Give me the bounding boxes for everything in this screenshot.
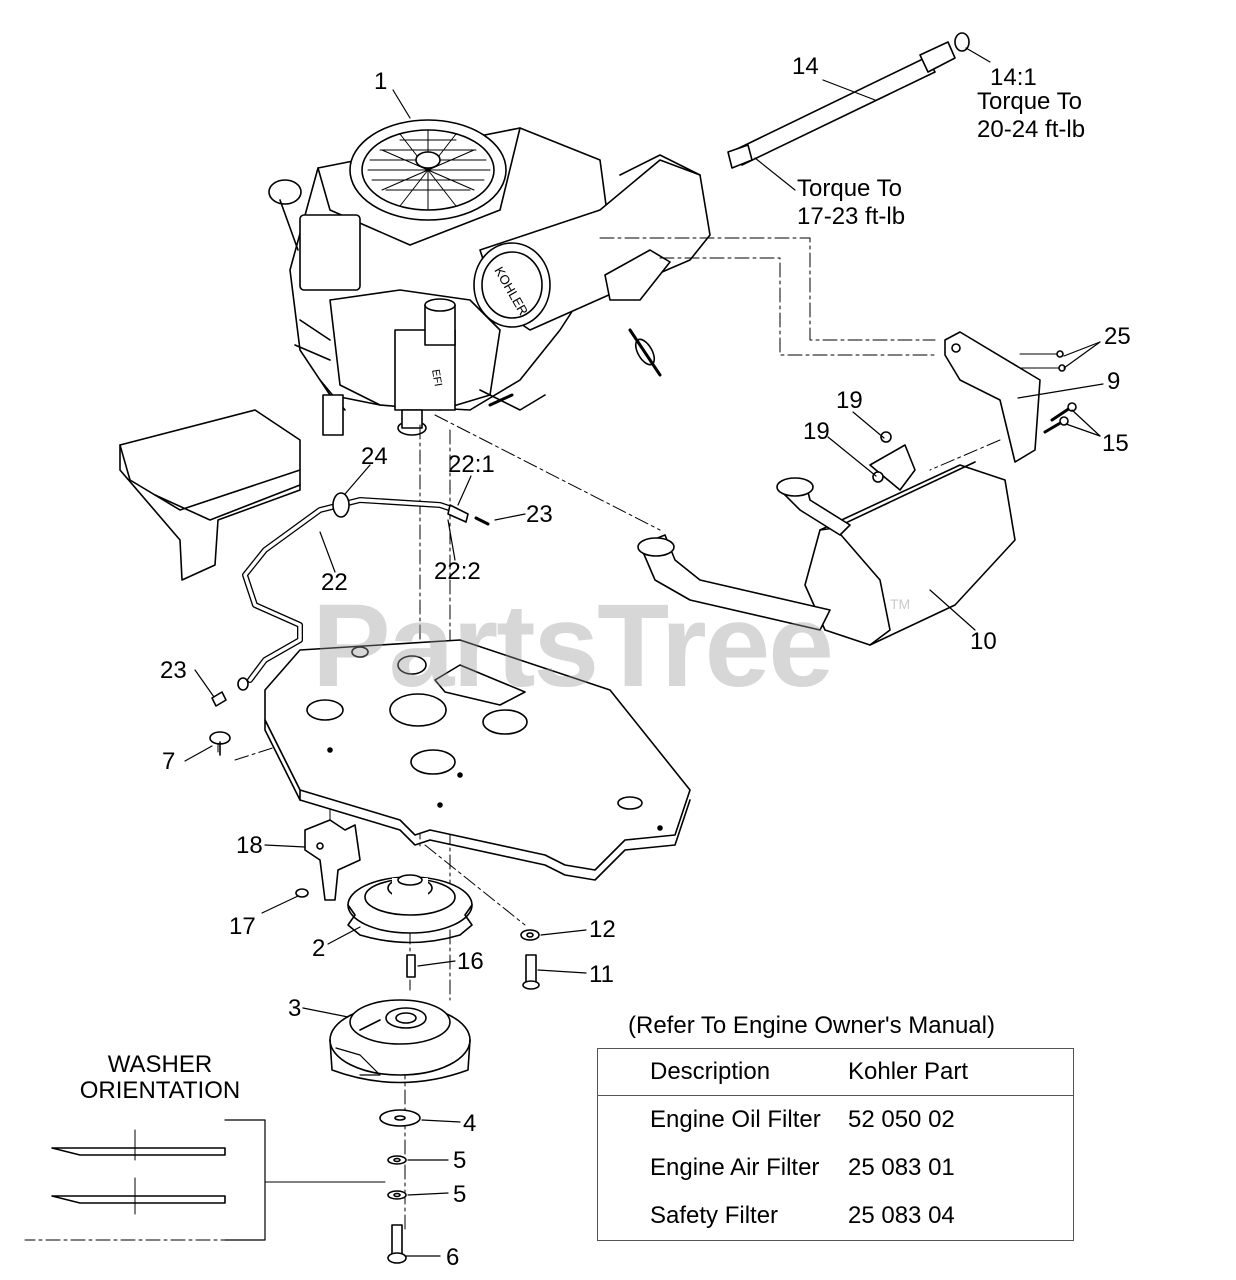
- callout-5-upper: 5: [453, 1147, 467, 1174]
- callout-15: 15: [1102, 430, 1129, 457]
- table-row: Engine Air Filter 25 083 01: [598, 1144, 1074, 1192]
- callout-11: 11: [589, 961, 614, 988]
- muffler: [637, 431, 1016, 646]
- torque-note-14-1: Torque To 20-24 ft-lb: [977, 88, 1085, 144]
- parts-table-caption: (Refer To Engine Owner's Manual): [628, 1012, 995, 1039]
- torque-note-14-1-line2: 20-24 ft-lb: [977, 116, 1086, 143]
- header-kohler-part: Kohler Part: [848, 1048, 1074, 1096]
- row-description: Safety Filter: [650, 1202, 779, 1229]
- row-description: Engine Air Filter: [650, 1154, 820, 1181]
- callout-25: 25: [1104, 323, 1131, 350]
- callout-16: 16: [457, 948, 484, 975]
- washer-orientation-detail: [51, 1119, 386, 1241]
- table-row: Engine Oil Filter 52 050 02: [598, 1096, 1074, 1145]
- washer-orientation-line2: ORIENTATION: [79, 1077, 241, 1104]
- torque-note-14-line2: 17-23 ft-lb: [797, 203, 906, 230]
- torque-note-14-line1: Torque To: [797, 175, 902, 202]
- table-row: Safety Filter 25 083 04: [598, 1192, 1074, 1241]
- row-part-number: 25 083 01: [848, 1154, 955, 1181]
- callout-23-upper: 23: [526, 501, 553, 528]
- callout-5-lower: 5: [453, 1181, 467, 1208]
- row-part-number: 25 083 04: [848, 1202, 955, 1229]
- pulley: [347, 874, 473, 944]
- row-description: Engine Oil Filter: [650, 1106, 821, 1133]
- pto-bracket: [295, 819, 361, 901]
- callout-22-1: 22:1: [448, 451, 495, 478]
- callout-14-1: 14:1: [990, 64, 1037, 91]
- svg-text:EFI: EFI: [429, 368, 444, 387]
- engine-assembly: EFI KOHLER: [268, 119, 711, 436]
- oil-drain-hose: [727, 32, 970, 169]
- callout-2: 2: [312, 935, 326, 962]
- header-description: Description: [597, 1048, 848, 1096]
- callout-7: 7: [162, 748, 176, 775]
- engine-deck-plate: [264, 639, 691, 881]
- callout-22-2: 22:2: [434, 558, 481, 585]
- fuel-line: [211, 492, 490, 707]
- deflector-shield: [119, 409, 301, 581]
- callout-24: 24: [361, 443, 388, 470]
- partstree-watermark: PartsTree: [312, 580, 834, 712]
- trademark-mark: TM: [890, 596, 911, 612]
- washer-orientation-title: WASHER ORIENTATION: [40, 1052, 280, 1104]
- callout-14: 14: [792, 53, 819, 80]
- callout-10: 10: [970, 628, 997, 655]
- exhaust-bracket: [944, 331, 1077, 463]
- callout-18: 18: [236, 832, 263, 859]
- washer-orientation-line1: WASHER: [107, 1051, 213, 1078]
- callout-4: 4: [463, 1110, 477, 1137]
- callout-1: 1: [374, 68, 388, 95]
- torque-note-14-1-line1: Torque To: [977, 88, 1082, 115]
- kohler-parts-table: Description Kohler Part Engine Oil Filte…: [597, 1048, 1074, 1241]
- pto-clutch: [329, 999, 471, 1084]
- callout-22: 22: [321, 569, 348, 596]
- row-part-number: 52 050 02: [848, 1106, 955, 1133]
- torque-note-14: Torque To 17-23 ft-lb: [797, 175, 905, 231]
- callout-12: 12: [589, 916, 616, 943]
- callout-3: 3: [288, 995, 302, 1022]
- leader-lines: [184, 47, 1104, 1257]
- callout-6: 6: [446, 1244, 460, 1271]
- callout-17: 17: [229, 913, 256, 940]
- callout-23-lower: 23: [160, 657, 187, 684]
- callout-9: 9: [1107, 368, 1121, 395]
- fasteners: [406, 929, 540, 990]
- carriage-bolt: [209, 731, 231, 756]
- table-header-row: Description Kohler Part: [597, 1048, 1074, 1096]
- callout-19-upper: 19: [836, 387, 863, 414]
- callout-19-lower: 19: [803, 418, 830, 445]
- clutch-hardware: [379, 1109, 421, 1264]
